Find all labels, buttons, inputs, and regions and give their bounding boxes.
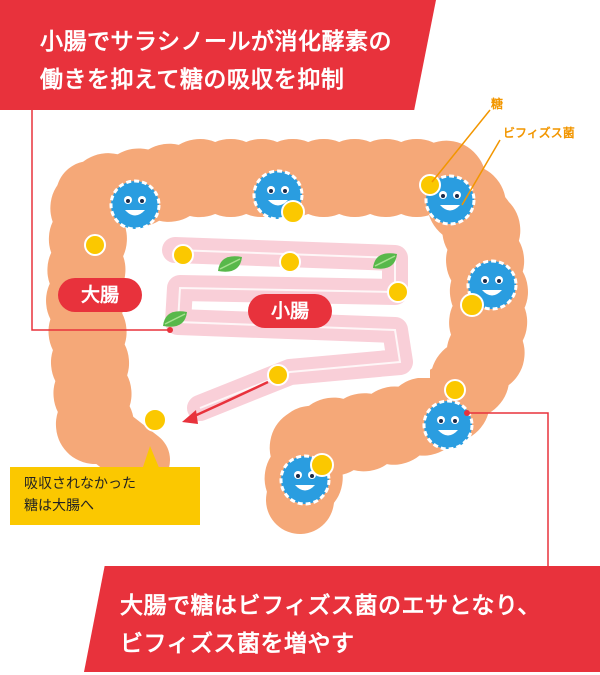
- note-line1: 吸収されなかった: [24, 476, 136, 492]
- note-pointer: [142, 446, 160, 470]
- bottom-banner: 大腸で糖はビフィズス菌のエサとなり、 ビフィズス菌を増やす: [84, 566, 600, 672]
- bifido-bacteria-icon: [109, 179, 161, 231]
- bottom-banner-line1: 大腸で糖はビフィズス菌のエサとなり、: [120, 593, 541, 619]
- top-banner: 小腸でサラシノールが消化酵素の 働きを抑えて糖の吸収を抑制: [0, 0, 436, 110]
- note-line2: 糖は大腸へ: [24, 498, 94, 514]
- bifido-label: ビフィズス菌: [503, 126, 575, 140]
- sugar-label: 糖: [491, 97, 504, 111]
- small-intestine-label: 小腸: [248, 294, 332, 328]
- sugar-dots: [84, 174, 484, 477]
- bottom-banner-line2: ビフィズス菌を増やす: [120, 631, 355, 657]
- top-banner-line1: 小腸でサラシノールが消化酵素の: [40, 29, 393, 55]
- label-pointers: [431, 109, 501, 206]
- bifido-bacteria-icon: [422, 399, 474, 451]
- unabsorbed-sugar-note: 吸収されなかった 糖は大腸へ: [10, 467, 200, 525]
- sugar-arrow: [182, 380, 269, 424]
- top-banner-line2: 働きを抑えて糖の吸収を抑制: [40, 67, 345, 93]
- large-intestine: [46, 139, 529, 539]
- connector-lines: [31, 110, 549, 566]
- large-intestine-label: 大腸: [58, 278, 142, 312]
